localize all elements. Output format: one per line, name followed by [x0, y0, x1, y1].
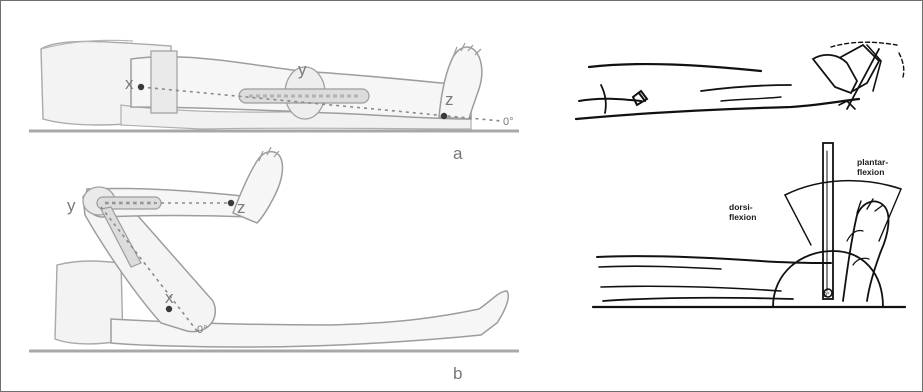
label-plantarflexion-2: flexion	[857, 167, 884, 177]
sketch-bottom-arc-left-tick	[785, 195, 811, 245]
point-z-a	[441, 113, 447, 119]
sketch-top-base	[576, 99, 859, 119]
point-z-b	[228, 200, 234, 206]
label-plantarflexion-1: plantar-	[857, 157, 888, 167]
angle-label-b: 0°	[197, 324, 208, 336]
caption-b: b	[453, 364, 462, 383]
sketch-top-arc-2	[899, 53, 904, 77]
label-ankle-axis-angle: 0°	[823, 291, 830, 299]
sketch-top-knee-shading	[633, 91, 647, 105]
sketch-top-shin	[721, 97, 781, 101]
sketch-top-foot-1	[813, 55, 857, 93]
sketch-bottom-foot	[843, 201, 888, 301]
label-x-b: x	[165, 288, 174, 307]
angle-label-a: 0°	[503, 116, 514, 128]
panel-b: y z x 0° b	[29, 147, 519, 383]
sketch-bottom-leg-line	[599, 266, 721, 269]
caption-a: a	[453, 144, 463, 163]
sketch-bottom-arc-right-tick	[879, 189, 901, 241]
point-x-a	[138, 84, 144, 90]
sketch-top-left-contour	[579, 99, 641, 101]
label-y-b: y	[67, 196, 76, 215]
label-dorsiflexion-1: dorsi-	[729, 202, 753, 212]
foot-sketch-top	[576, 42, 904, 119]
sketch-bottom-lower	[603, 298, 793, 301]
label-z-b: z	[237, 198, 246, 217]
sketch-top-calf	[701, 85, 791, 91]
sketch-bottom-range-arc	[785, 181, 901, 195]
label-dorsiflexion-2: flexion	[729, 212, 756, 222]
sketch-bottom-toes	[857, 199, 883, 213]
sketch-bottom-calf	[601, 286, 781, 291]
sketch-bottom-goniometer-arm	[823, 143, 833, 299]
sketch-top-axis-line	[847, 49, 879, 109]
sketch-top-upper-contour	[589, 64, 761, 71]
label-x-a: x	[125, 74, 134, 93]
label-y-a: y	[298, 60, 307, 79]
strap-a	[151, 51, 177, 113]
panel-a: x y z 0° a	[29, 40, 519, 163]
sketch-bottom-foot-detail	[847, 230, 863, 241]
label-z-a: z	[445, 90, 454, 109]
